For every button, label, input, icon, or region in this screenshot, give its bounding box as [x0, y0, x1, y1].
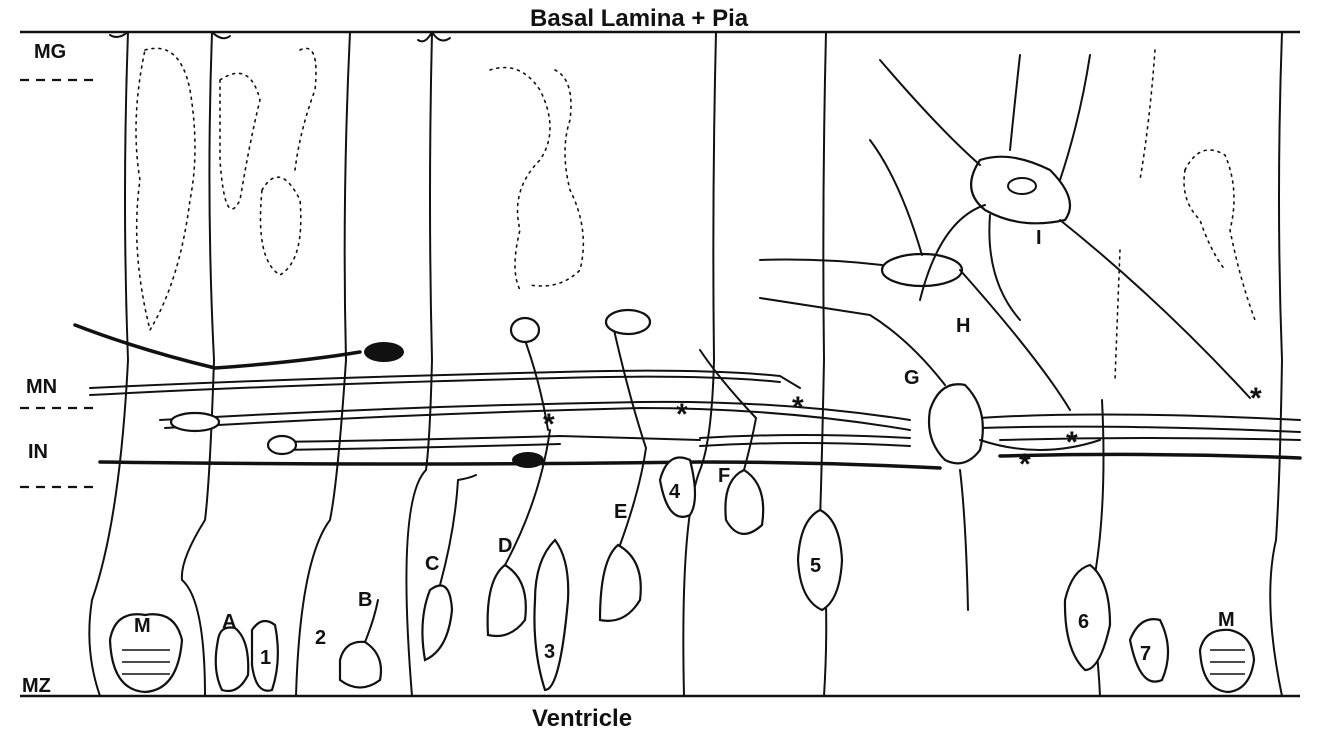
- label-num-4: 4: [669, 481, 681, 503]
- cell-a: [216, 628, 248, 692]
- asterisk-3: *: [792, 391, 804, 424]
- asterisk-5: *: [1066, 426, 1078, 459]
- horizontal-cell-dark-2: [512, 452, 544, 468]
- label-num-2: 2: [315, 627, 326, 649]
- horizontal-fibers: [75, 325, 1300, 468]
- label-num-3: 3: [544, 641, 555, 663]
- label-e: E: [614, 501, 627, 523]
- layer-label-in: IN: [28, 441, 48, 463]
- horizontal-cell-dark: [364, 342, 404, 362]
- asterisk-1: *: [543, 408, 555, 441]
- label-m-left: M: [134, 615, 151, 637]
- label-num-6: 6: [1078, 611, 1089, 633]
- dotted-cell-outlines: [136, 48, 1255, 380]
- label-h: H: [956, 315, 970, 337]
- asterisk-6: *: [1250, 382, 1262, 415]
- label-num-7: 7: [1140, 643, 1151, 665]
- label-num-5: 5: [810, 555, 821, 577]
- mitotic-cell-right: [1200, 630, 1254, 692]
- label-b: B: [358, 589, 372, 611]
- label-num-1: 1: [260, 647, 271, 669]
- label-i: I: [1036, 227, 1042, 249]
- neuron-migration-series: [422, 310, 763, 660]
- layer-label-mz: MZ: [22, 675, 51, 697]
- label-g: G: [904, 367, 920, 389]
- label-f: F: [718, 465, 730, 487]
- ventricle-label: Ventricle: [532, 705, 632, 732]
- horizontal-cell-small-2: [268, 436, 296, 454]
- asterisk-2: *: [676, 398, 688, 431]
- title: Basal Lamina + Pia: [530, 5, 749, 32]
- cell-b: [340, 642, 381, 688]
- asterisk-4: *: [1019, 448, 1031, 481]
- layer-label-mn: MN: [26, 376, 57, 398]
- label-m-right: M: [1218, 609, 1235, 631]
- layer-label-mg: MG: [34, 41, 66, 63]
- horizontal-cell-small: [171, 413, 219, 431]
- label-d: D: [498, 535, 512, 557]
- label-c: C: [425, 553, 439, 575]
- label-a: A: [222, 611, 236, 633]
